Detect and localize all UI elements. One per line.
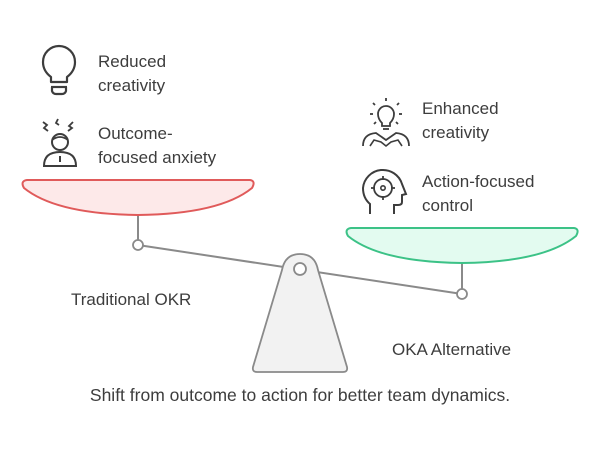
enhanced-creativity-label: Enhanced creativity	[422, 97, 499, 145]
label-line: Action-focused	[422, 172, 535, 191]
right-pan	[345, 227, 579, 265]
lightbulb-icon	[40, 44, 80, 105]
left-pan	[21, 179, 255, 217]
label-line: creativity	[98, 76, 166, 95]
fulcrum-pin	[293, 262, 307, 276]
action-control-label: Action-focused control	[422, 170, 534, 218]
label-line: Outcome-	[98, 124, 173, 143]
caption: Shift from outcome to action for better …	[89, 385, 511, 405]
anxious-person-icon	[40, 118, 80, 175]
label-line: creativity	[422, 123, 490, 142]
traditional-okr-label: Traditional OKR	[71, 290, 192, 309]
fulcrum	[251, 253, 349, 373]
oka-alternative-label: OKA Alternative	[392, 340, 512, 359]
outcome-anxiety-label: Outcome- focused anxiety	[98, 122, 216, 170]
reduced-creativity-label: Reduced creativity	[98, 50, 166, 98]
right-pivot	[456, 288, 468, 300]
label-line: Reduced	[98, 52, 167, 71]
label-line: Enhanced	[422, 99, 499, 118]
label-line: focused anxiety	[98, 148, 217, 167]
idea-person-icon	[360, 96, 412, 153]
label-line: control	[422, 196, 474, 215]
head-target-icon	[361, 166, 408, 221]
left-pivot	[132, 239, 144, 251]
